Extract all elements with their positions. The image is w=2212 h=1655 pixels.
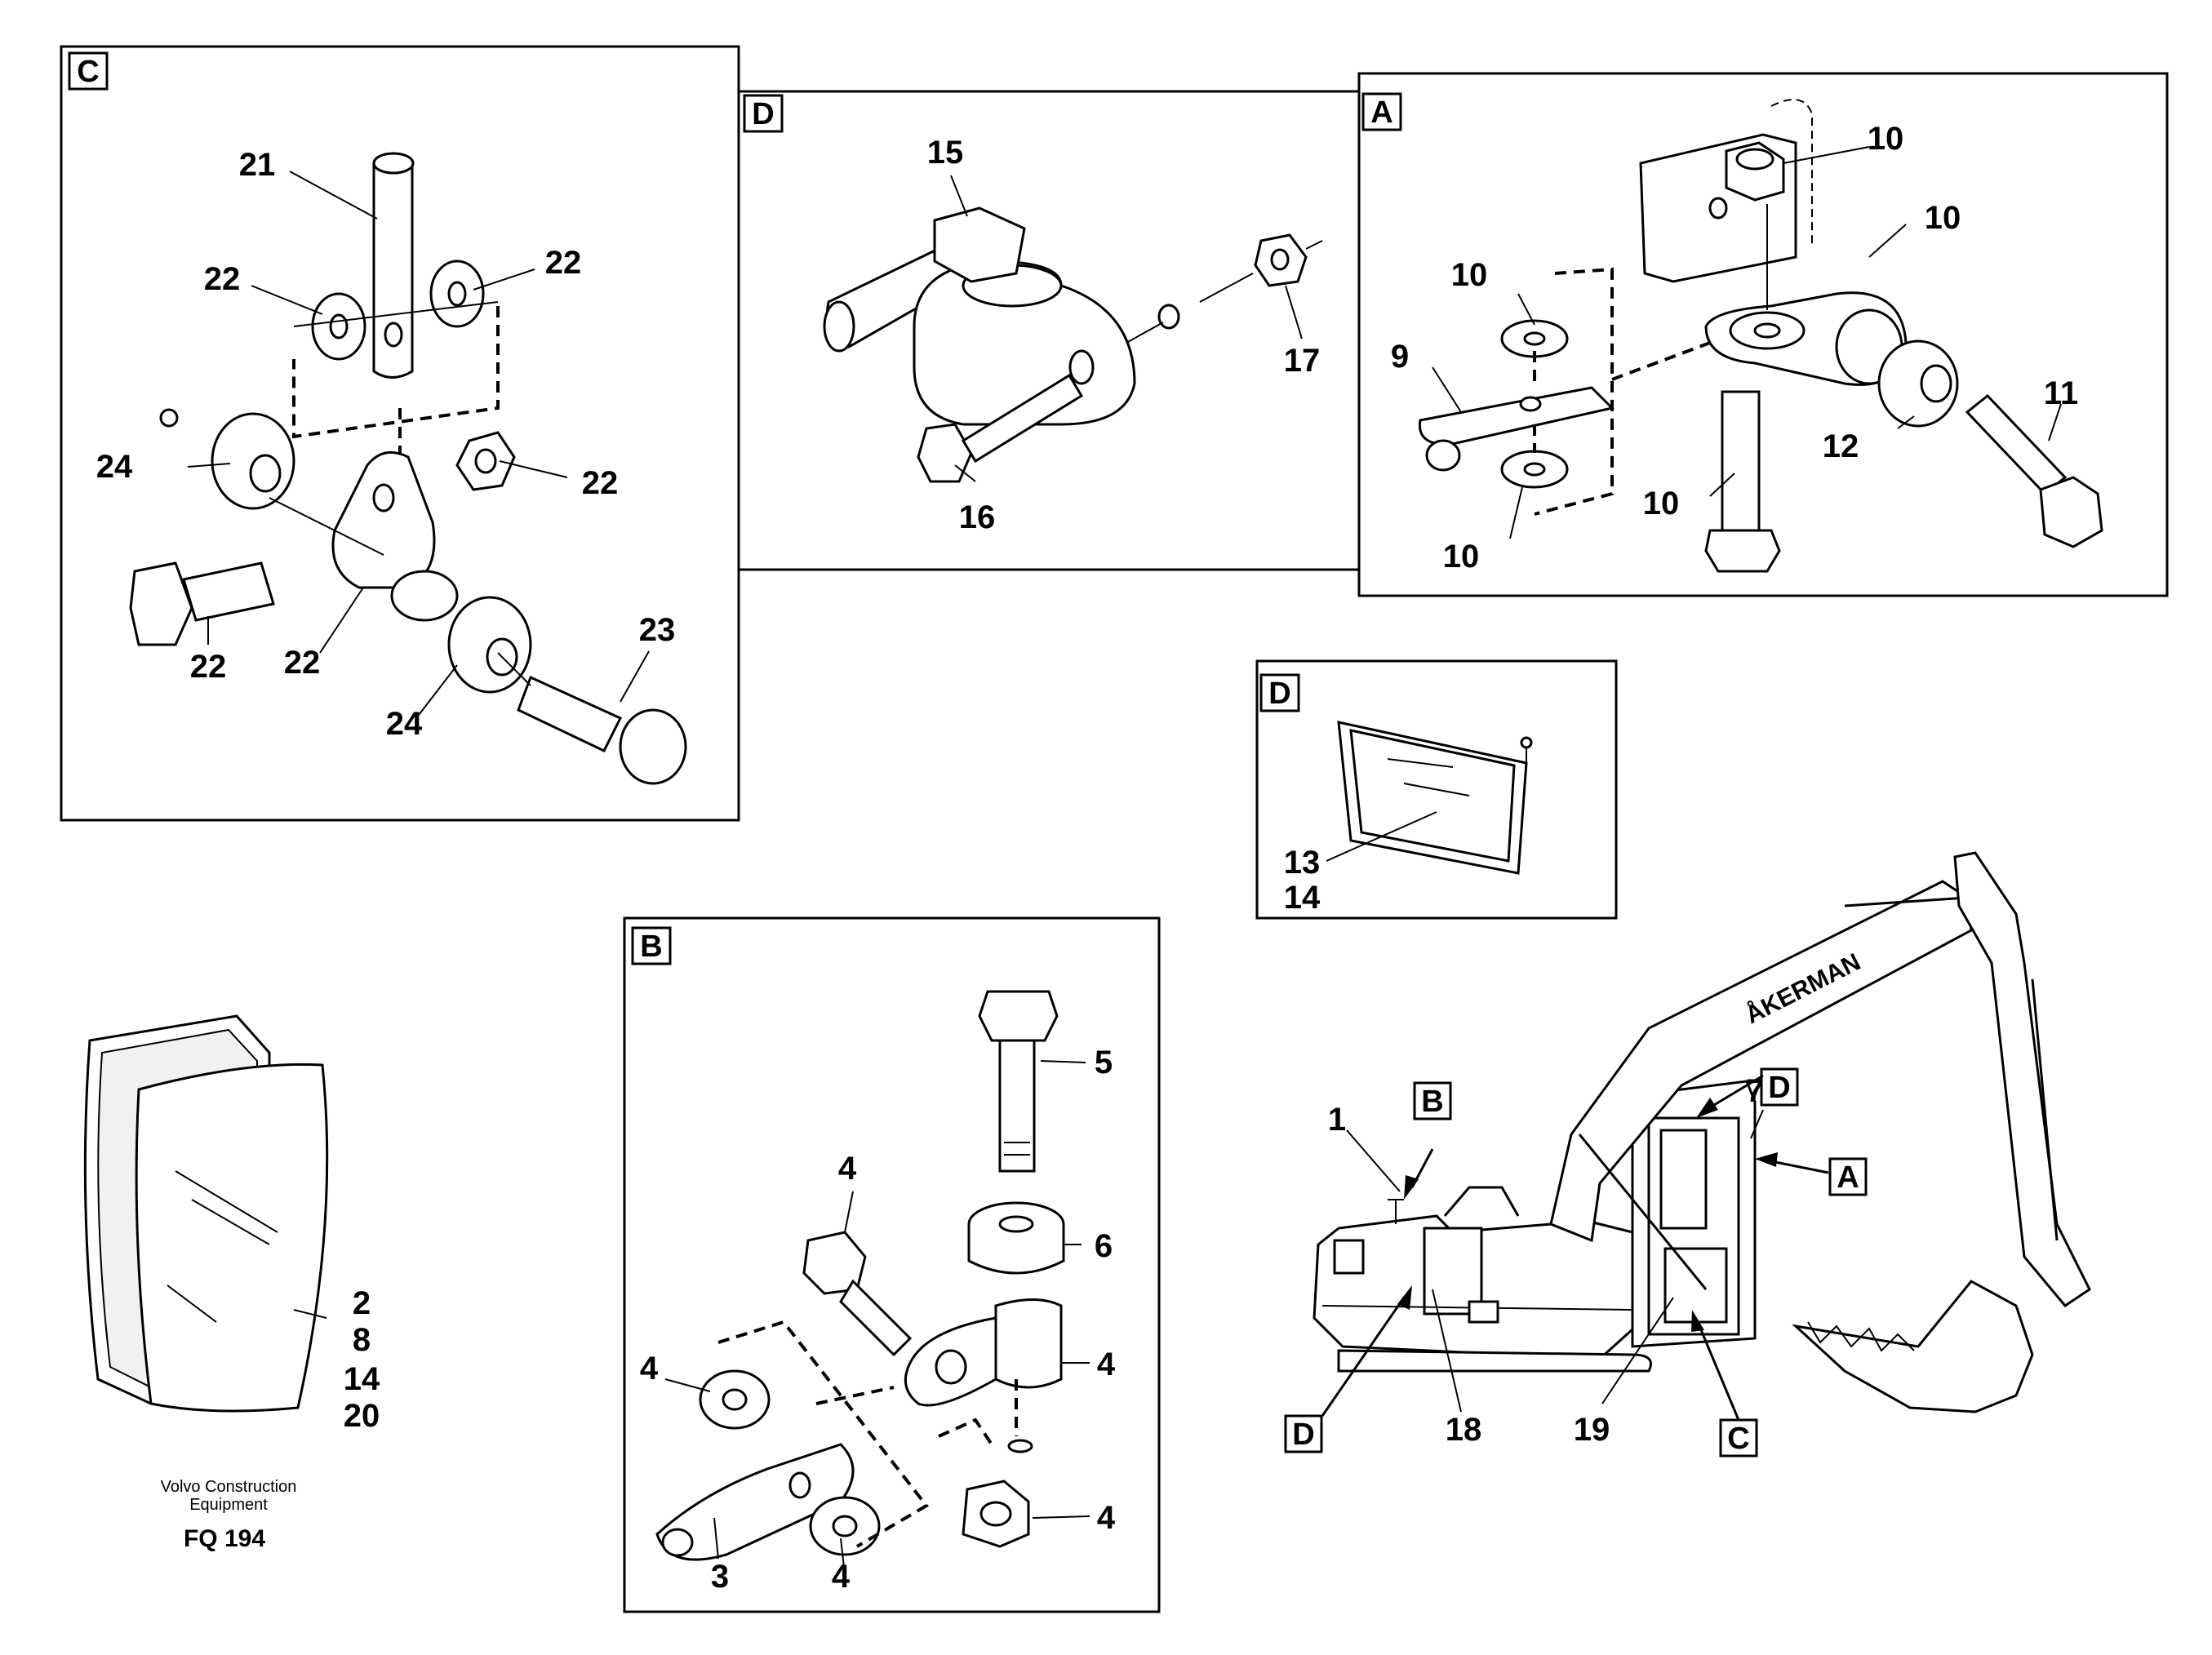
- bolt: [129, 561, 193, 646]
- callout-14: 14: [344, 1361, 380, 1397]
- detail-panel-a: A: [1357, 72, 2169, 597]
- boom: [1549, 880, 1973, 1243]
- callout-12: 12: [1823, 428, 1859, 464]
- callout-11: 11: [2044, 375, 2078, 411]
- callout-2: 2: [353, 1285, 371, 1321]
- callout-22: 22: [204, 261, 241, 297]
- panel-letter-c: C: [77, 55, 99, 89]
- excavator-overview: ÅKERMAN B D A D C 1: [1284, 851, 2091, 1458]
- bolt: [917, 423, 973, 483]
- bolt: [1721, 390, 1761, 532]
- callout-19: 19: [1574, 1412, 1610, 1448]
- panel-letter-box-b: [631, 926, 672, 965]
- location-tag-a: [1828, 1157, 1868, 1196]
- detail-panel-d-lamp: D 13 14: [1255, 659, 1618, 920]
- panel-letter-d: D: [752, 97, 774, 131]
- callout-10: 10: [1868, 121, 1904, 157]
- callout-10: 10: [1451, 257, 1488, 293]
- clamp: [331, 450, 436, 589]
- panel-letter-box-d: [743, 94, 784, 133]
- callout-6: 6: [1095, 1228, 1113, 1264]
- callout-10: 10: [1643, 486, 1680, 521]
- bushing: [1877, 339, 1959, 428]
- company-name: Volvo Construction: [161, 1478, 297, 1496]
- detail-panel-c: C: [60, 45, 740, 822]
- callout-4: 4: [1097, 1500, 1116, 1536]
- footer: Volvo Construction Equipment FQ 194: [161, 1478, 297, 1552]
- detail-panel-d-top: D 15 16 17: [737, 90, 1359, 571]
- callout-5: 5: [1095, 1045, 1113, 1080]
- callout-4: 4: [838, 1151, 857, 1187]
- callout-9: 9: [1391, 339, 1409, 375]
- callout-4: 4: [640, 1351, 659, 1387]
- bucket: [1792, 1280, 2034, 1413]
- clamp-head: [933, 206, 1026, 283]
- callout-22: 22: [190, 649, 227, 685]
- svg-text:B: B: [1421, 1085, 1443, 1119]
- callout-17: 17: [1284, 343, 1321, 379]
- company-name-line2: Equipment: [189, 1496, 268, 1514]
- callout-20: 20: [344, 1398, 380, 1434]
- callout-8: 8: [353, 1322, 371, 1358]
- bolt: [517, 675, 623, 752]
- panel-letter-a: A: [1370, 95, 1392, 130]
- bolt: [1965, 393, 2068, 496]
- callout-4: 4: [832, 1559, 851, 1595]
- svg-text:C: C: [1727, 1422, 1749, 1456]
- clamp: [994, 1298, 1063, 1389]
- callout-14: 14: [1284, 880, 1321, 916]
- callout-22: 22: [582, 465, 619, 501]
- panel-letter-box-a: [1361, 92, 1402, 131]
- location-tag-c: [1719, 1418, 1758, 1458]
- mirror-assembly: 2 8 14 20: [83, 1014, 380, 1434]
- callout-15: 15: [927, 135, 964, 171]
- panel-letter-d: D: [1268, 677, 1290, 711]
- bolt: [978, 990, 1059, 1042]
- svg-text:D: D: [1768, 1071, 1790, 1105]
- callout-22: 22: [284, 645, 321, 681]
- callout-24: 24: [386, 706, 423, 742]
- link-plate: [1418, 386, 1615, 446]
- arm: [1953, 851, 2091, 1307]
- panel-letter-box-c: [68, 51, 109, 91]
- location-tag-d: [1760, 1067, 1799, 1107]
- callout-10: 10: [1925, 200, 1961, 236]
- mirror-glass: [135, 1063, 329, 1413]
- panel-letter-box-d: [1259, 673, 1300, 712]
- svg-text:A: A: [1837, 1160, 1859, 1195]
- callout-24: 24: [96, 449, 133, 485]
- detail-panel-b: B: [623, 916, 1161, 1613]
- callout-1: 1: [1328, 1102, 1346, 1138]
- callout-4: 4: [1097, 1347, 1116, 1382]
- callout-21: 21: [239, 147, 276, 183]
- svg-text:D: D: [1292, 1418, 1314, 1452]
- callout-16: 16: [959, 499, 996, 535]
- panel-letter-b: B: [640, 930, 662, 964]
- callout-10: 10: [1443, 539, 1480, 575]
- callout-13: 13: [1284, 845, 1321, 881]
- callout-3: 3: [711, 1559, 729, 1595]
- location-tag-b: [1413, 1081, 1452, 1120]
- location-tag-d: [1284, 1414, 1323, 1453]
- callout-23: 23: [639, 612, 676, 648]
- callout-7: 7: [1746, 1073, 1764, 1109]
- callout-18: 18: [1446, 1412, 1482, 1448]
- figure-code: FQ 194: [184, 1525, 265, 1552]
- callout-22: 22: [545, 245, 582, 281]
